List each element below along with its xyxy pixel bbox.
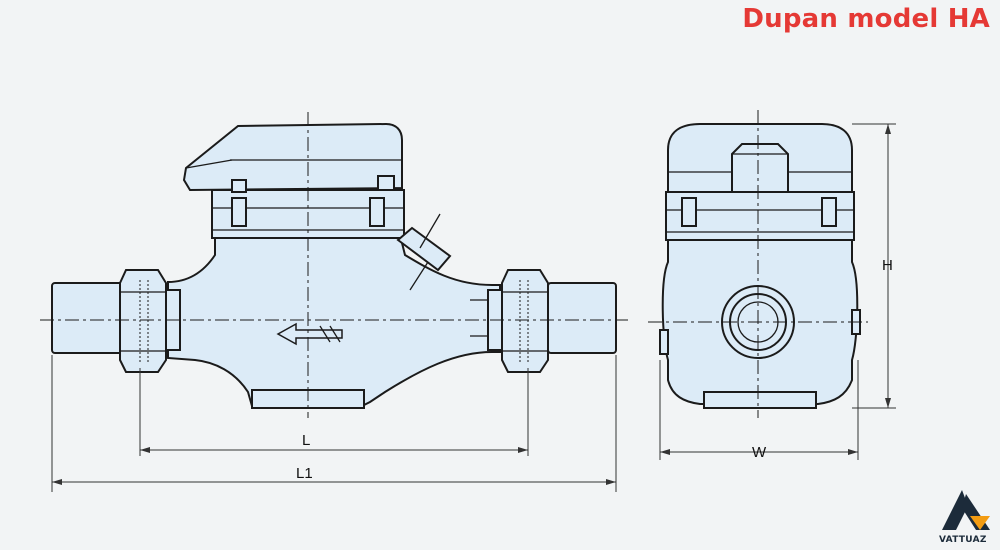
- label-H: H: [882, 257, 893, 274]
- right-pipe: [547, 282, 617, 354]
- label-W: W: [752, 444, 767, 461]
- side-screw-right: [821, 197, 837, 227]
- outlet-bracket: [470, 299, 489, 337]
- logo-text: VATTUAZ: [939, 535, 987, 545]
- adjust-screw: [396, 213, 452, 291]
- side-screw-left: [681, 197, 697, 227]
- vattuaz-logo-icon: [942, 490, 990, 530]
- diagram-title: Dupan model HA: [742, 4, 990, 34]
- left-pipe: [51, 282, 125, 354]
- screw-right: [369, 197, 385, 227]
- screw-left: [231, 197, 247, 227]
- side-base: [703, 391, 817, 409]
- dimension-L: L: [139, 368, 529, 456]
- dimension-W: W: [659, 360, 859, 461]
- right-union-nut: [487, 269, 549, 373]
- label-L1: L1: [296, 465, 313, 482]
- dimension-L1: L1: [51, 355, 617, 492]
- front-view: L L1: [40, 112, 628, 492]
- left-union-nut: [119, 269, 181, 373]
- meter-lid: [182, 122, 403, 192]
- side-view: W H: [648, 110, 896, 461]
- dimension-H: H: [852, 123, 896, 409]
- flow-arrow-icon: [276, 322, 343, 346]
- label-L: L: [302, 432, 310, 449]
